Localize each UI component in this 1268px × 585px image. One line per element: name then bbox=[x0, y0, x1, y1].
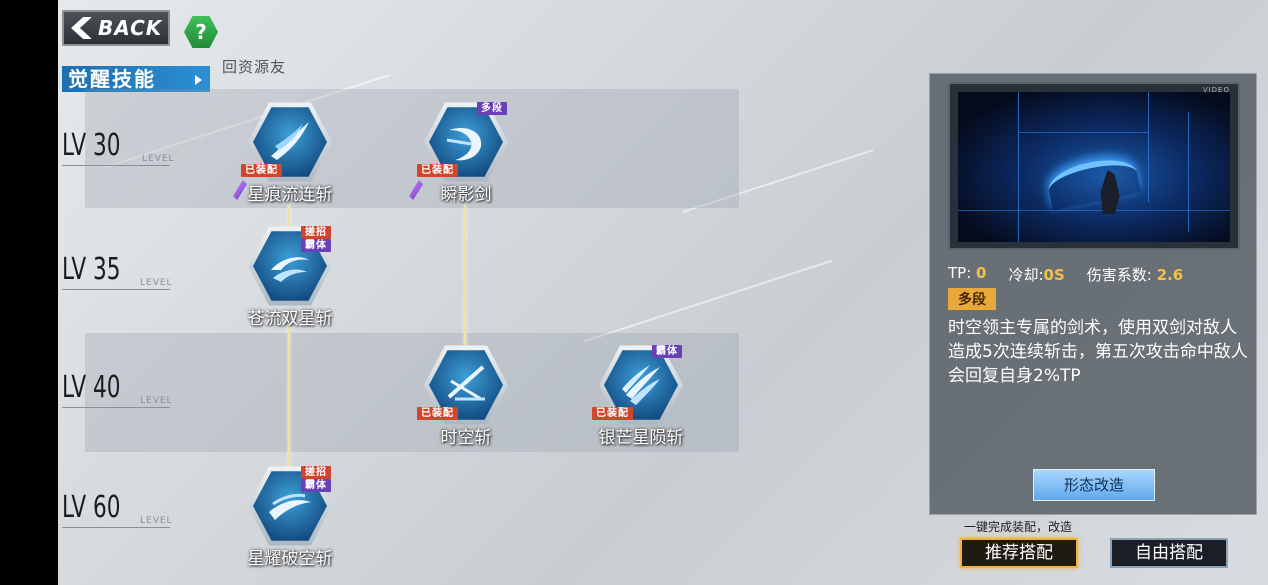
section-title: 觉醒技能 bbox=[62, 66, 210, 92]
skill-description: 时空领主专属的剑术，使用双剑对敌人造成5次连续斩击，第五次攻击命中敌人会回复自身… bbox=[948, 318, 1248, 386]
cooldown-value: 0S bbox=[1043, 266, 1065, 284]
level-label: LV 40 bbox=[62, 370, 121, 405]
cooldown-stat: 冷却:0S bbox=[1008, 264, 1064, 285]
skill-detail-panel: VIDEO TP: 0 冷却:0S 伤害系数: 2.6 多段 时空领主专属的剑术… bbox=[929, 73, 1257, 515]
cooldown-label: 冷却: bbox=[1008, 266, 1044, 284]
equipped-badge: 已装配 bbox=[417, 407, 458, 420]
equipped-badge: 已装配 bbox=[241, 164, 282, 177]
grid-line bbox=[1148, 92, 1149, 202]
auto-equip-hint: 一键完成装配，改造 bbox=[964, 520, 1073, 534]
meteor-claw-icon bbox=[616, 359, 666, 409]
grid-line bbox=[1018, 132, 1148, 133]
wing-slash-icon bbox=[265, 116, 315, 166]
level-underline bbox=[62, 407, 170, 408]
video-screen bbox=[958, 92, 1230, 242]
grid-line bbox=[958, 210, 1230, 211]
super-armor-badge: 霸体 bbox=[301, 479, 331, 492]
sky-slash-icon bbox=[265, 480, 315, 530]
crescent-slash-icon bbox=[441, 116, 491, 166]
damage-value: 2.6 bbox=[1156, 266, 1184, 284]
super-armor-badge: 霸体 bbox=[301, 239, 331, 252]
video-tag: VIDEO bbox=[1202, 86, 1230, 94]
skill-name: 星痕流连斩 bbox=[247, 185, 333, 205]
skill-node-star-trail[interactable]: 已装配 星痕流连斩 bbox=[233, 100, 345, 212]
skill-node-time-slash[interactable]: 已装配 时空斩 bbox=[411, 343, 521, 455]
combo-badge: 搓招 bbox=[301, 226, 331, 239]
tp-value: 0 bbox=[976, 264, 987, 282]
slash-effect-icon bbox=[1044, 153, 1142, 211]
skill-node-silver-meteor[interactable]: 霸体 已装配 银芒星陨斩 bbox=[586, 343, 696, 455]
level-underline bbox=[62, 165, 170, 166]
skill-node-twin-star[interactable]: 搓招 霸体 苍流双星斩 bbox=[235, 224, 345, 336]
multi-hit-badge: 多段 bbox=[477, 102, 507, 115]
skill-name: 时空斩 bbox=[440, 428, 492, 448]
recommended-setup-button[interactable]: 推荐搭配 bbox=[960, 538, 1078, 568]
tp-stat: TP: 0 bbox=[948, 264, 986, 285]
background-streak bbox=[584, 259, 832, 343]
arrow-right-icon bbox=[195, 75, 202, 85]
equipped-badge: 已装配 bbox=[417, 164, 458, 177]
tp-label: TP: bbox=[948, 264, 972, 282]
skill-name: 苍流双星斩 bbox=[247, 309, 333, 329]
level-label: LV 35 bbox=[62, 252, 121, 287]
damage-label: 伤害系数: bbox=[1086, 266, 1152, 284]
equipped-badge: 已装配 bbox=[592, 407, 633, 420]
combo-badge: 搓招 bbox=[301, 466, 331, 479]
tree-connector bbox=[288, 325, 290, 469]
tier-band-lv30 bbox=[85, 89, 739, 208]
help-glyph: ? bbox=[195, 20, 207, 44]
skill-name: 星耀破空斩 bbox=[247, 549, 333, 569]
back-button[interactable]: BACK bbox=[62, 10, 170, 46]
whirlwind-icon bbox=[265, 240, 315, 290]
skill-name: 瞬影剑 bbox=[440, 185, 492, 205]
free-setup-button[interactable]: 自由搭配 bbox=[1110, 538, 1228, 568]
character-figure bbox=[1100, 170, 1120, 214]
skill-video-preview[interactable]: VIDEO bbox=[948, 82, 1240, 250]
grid-line bbox=[1188, 112, 1189, 232]
level-sub-label: LEVEL bbox=[142, 154, 175, 164]
help-icon[interactable]: ? bbox=[184, 16, 218, 48]
cross-slash-icon bbox=[441, 359, 491, 409]
level-underline bbox=[62, 527, 170, 528]
super-armor-badge: 霸体 bbox=[652, 345, 682, 358]
multi-hit-tag: 多段 bbox=[948, 288, 996, 310]
level-sub-label: LEVEL bbox=[140, 516, 173, 526]
section-title-text: 觉醒技能 bbox=[68, 67, 156, 91]
level-label: LV 30 bbox=[62, 128, 121, 163]
damage-stat: 伤害系数: 2.6 bbox=[1087, 264, 1183, 285]
level-label: LV 60 bbox=[62, 490, 121, 525]
skill-stats: TP: 0 冷却:0S 伤害系数: 2.6 bbox=[948, 264, 1248, 285]
cut-off-label: 回资源友 bbox=[222, 58, 287, 76]
level-underline bbox=[62, 289, 170, 290]
skill-tree-screen: BACK ? 回资源友 觉醒技能 LV 30 LEVEL LV 35 LEVEL… bbox=[58, 0, 1268, 585]
skill-name: 银芒星陨斩 bbox=[598, 428, 684, 448]
grid-line bbox=[1018, 92, 1019, 242]
tree-connector bbox=[464, 205, 466, 349]
level-sub-label: LEVEL bbox=[140, 278, 173, 288]
tree-connector bbox=[288, 205, 290, 231]
skill-node-star-break[interactable]: 搓招 霸体 星耀破空斩 bbox=[235, 464, 345, 576]
skill-node-shadow-sword[interactable]: 多段 已装配 瞬影剑 bbox=[409, 100, 521, 212]
level-sub-label: LEVEL bbox=[140, 396, 173, 406]
back-label: BACK bbox=[98, 16, 163, 40]
form-modify-button[interactable]: 形态改造 bbox=[1033, 469, 1155, 501]
back-arrow-icon bbox=[71, 17, 92, 39]
